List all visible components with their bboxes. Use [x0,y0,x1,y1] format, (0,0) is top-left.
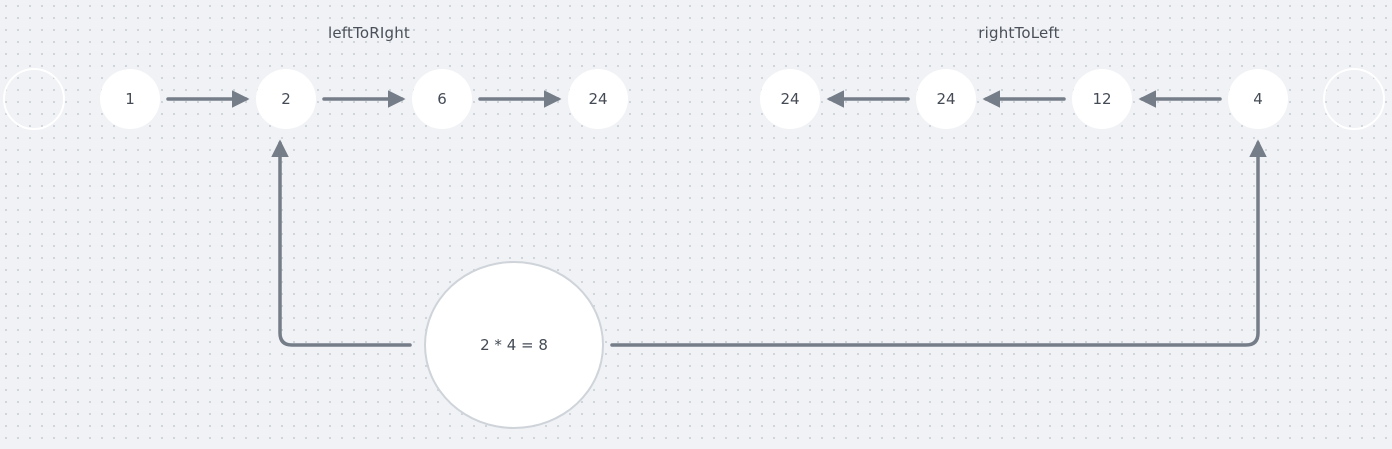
product-node: 2 * 4 = 8 [424,261,604,429]
ghost-node-right [1323,68,1385,130]
ghost-node-left [3,68,65,130]
right-node-1: 24 [760,69,820,129]
arrow-center-to-2 [271,139,412,347]
right-node-3: 12 [1072,69,1132,129]
left-node-2: 2 [256,69,316,129]
right-node-4: 4 [1228,69,1288,129]
left-node-4: 24 [568,69,628,129]
right-node-2: 24 [916,69,976,129]
product-expression: 2 * 4 = 8 [480,336,548,354]
left-node-1: 1 [100,69,160,129]
label-right-to-left: rightToLeft [978,24,1060,42]
left-node-3: 6 [412,69,472,129]
arrow-center-to-4 [610,139,1267,347]
label-left-to-right: leftToRIght [327,24,411,42]
